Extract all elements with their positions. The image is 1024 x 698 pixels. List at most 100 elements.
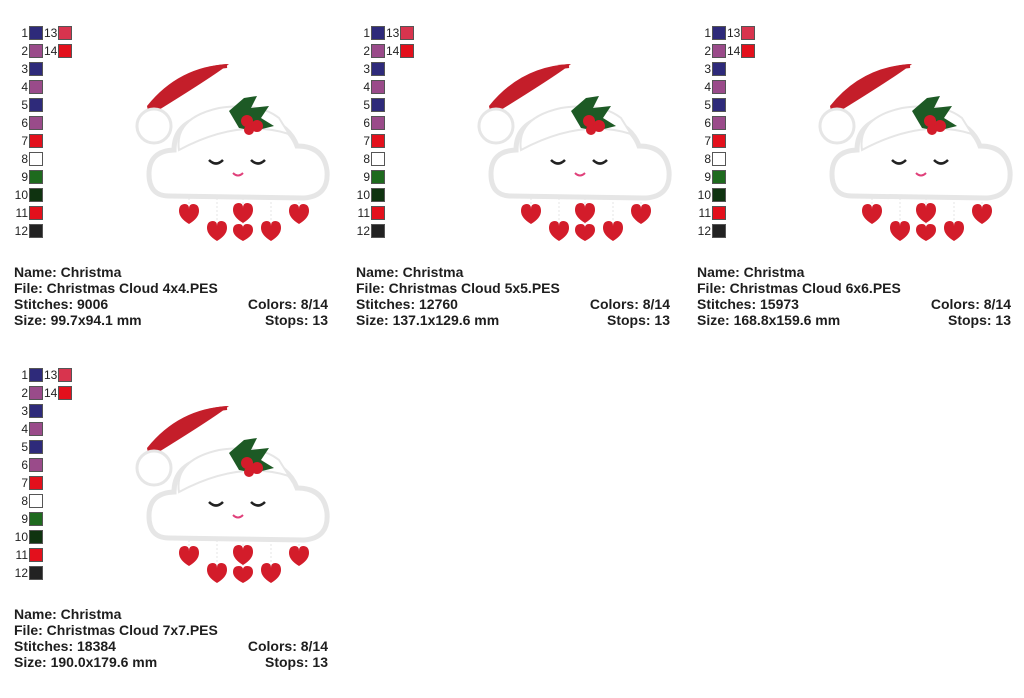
thread-swatch — [371, 98, 385, 112]
thread-swatch — [371, 134, 385, 148]
thread-number: 6 — [704, 116, 711, 130]
thread-number: 14 — [727, 44, 741, 58]
hanging-strings — [188, 198, 300, 241]
thread-color-6: 6 — [697, 116, 726, 130]
hat-band — [147, 406, 228, 452]
thread-color-8: 8 — [14, 152, 43, 166]
thread-number: 7 — [21, 134, 28, 148]
thread-swatch — [29, 494, 43, 508]
thread-swatch — [29, 476, 43, 490]
thread-number: 4 — [704, 80, 711, 94]
thread-number: 8 — [21, 494, 28, 508]
thread-number: 1 — [21, 368, 28, 382]
thread-color-11: 11 — [697, 206, 726, 220]
hat-icon — [147, 64, 229, 116]
thread-swatch — [371, 206, 385, 220]
thread-swatch — [712, 170, 726, 184]
thread-color-12: 12 — [697, 224, 726, 238]
thread-number: 1 — [21, 26, 28, 40]
thread-color-12: 12 — [356, 224, 385, 238]
pompom-icon — [477, 107, 515, 145]
design-name: Name: Christma — [697, 264, 805, 280]
thread-number: 3 — [21, 404, 28, 418]
thread-swatch — [371, 62, 385, 76]
thread-swatch — [29, 98, 43, 112]
face-icon — [208, 159, 266, 177]
design-size: Size: 190.0x179.6 mm — [14, 654, 158, 670]
face-icon — [208, 501, 266, 519]
thread-swatch — [29, 206, 43, 220]
holly-icon — [571, 96, 616, 135]
face-icon — [891, 159, 949, 177]
design-info: Name: Christma File: Christmas Cloud 7x7… — [14, 606, 328, 670]
thread-swatch — [712, 152, 726, 166]
thread-swatch — [29, 512, 43, 526]
thread-number: 7 — [704, 134, 711, 148]
hat-icon — [489, 64, 571, 116]
design-name: Name: Christma — [14, 606, 122, 622]
thread-number: 10 — [356, 188, 370, 202]
thread-swatch — [29, 530, 43, 544]
pompom-icon — [135, 107, 173, 145]
hanging-strings — [871, 198, 983, 241]
thread-swatch — [712, 62, 726, 76]
thread-swatch — [371, 116, 385, 130]
thread-number: 11 — [357, 206, 370, 220]
color-count: Colors: 8/14 — [247, 638, 328, 654]
stop-count: Stops: 13 — [947, 312, 1011, 328]
hearts-icon — [179, 203, 309, 241]
thread-color-7: 7 — [697, 134, 726, 148]
thread-number: 2 — [21, 386, 28, 400]
thread-swatch — [29, 404, 43, 418]
pompom-icon — [818, 107, 856, 145]
thread-color-5: 5 — [356, 98, 385, 112]
design-size: Size: 137.1x129.6 mm — [356, 312, 500, 328]
thread-number: 2 — [363, 44, 370, 58]
thread-color-8: 8 — [697, 152, 726, 166]
design-info: Name: Christma File: Christmas Cloud 4x4… — [14, 264, 328, 328]
design-info: Name: Christma File: Christmas Cloud 5x5… — [356, 264, 670, 328]
thread-swatch — [29, 170, 43, 184]
hat-band — [147, 64, 228, 110]
hanging-strings — [530, 198, 642, 241]
thread-number: 8 — [363, 152, 370, 166]
thread-number: 9 — [704, 170, 711, 184]
thread-swatch — [29, 368, 43, 382]
thread-number: 3 — [363, 62, 370, 76]
design-file: File: Christmas Cloud 4x4.PES — [14, 280, 218, 296]
thread-swatch — [400, 44, 414, 58]
thread-color-3: 3 — [14, 404, 43, 418]
thread-color-9: 9 — [14, 512, 43, 526]
thread-number: 8 — [704, 152, 711, 166]
thread-number: 9 — [21, 512, 28, 526]
thread-number: 7 — [363, 134, 370, 148]
thread-number: 13 — [386, 26, 400, 40]
thread-number: 13 — [44, 368, 58, 382]
thread-swatch — [371, 224, 385, 238]
thread-color-6: 6 — [14, 116, 43, 130]
thread-number: 11 — [698, 206, 711, 220]
thread-number: 14 — [44, 44, 58, 58]
holly-icon — [229, 96, 274, 135]
cloud-design-preview — [477, 64, 672, 241]
thread-number: 12 — [697, 224, 711, 238]
cloud-design-preview — [135, 406, 330, 583]
thread-color-6: 6 — [14, 458, 43, 472]
design-file: File: Christmas Cloud 7x7.PES — [14, 622, 218, 638]
thread-number: 5 — [21, 98, 28, 112]
thread-number: 10 — [697, 188, 711, 202]
thread-number: 4 — [21, 80, 28, 94]
thread-swatch — [712, 98, 726, 112]
thread-swatch — [741, 44, 755, 58]
hearts-icon — [179, 545, 309, 583]
thread-number: 2 — [21, 44, 28, 58]
thread-color-5: 5 — [14, 440, 43, 454]
color-count: Colors: 8/14 — [247, 296, 328, 312]
thread-swatch — [29, 440, 43, 454]
